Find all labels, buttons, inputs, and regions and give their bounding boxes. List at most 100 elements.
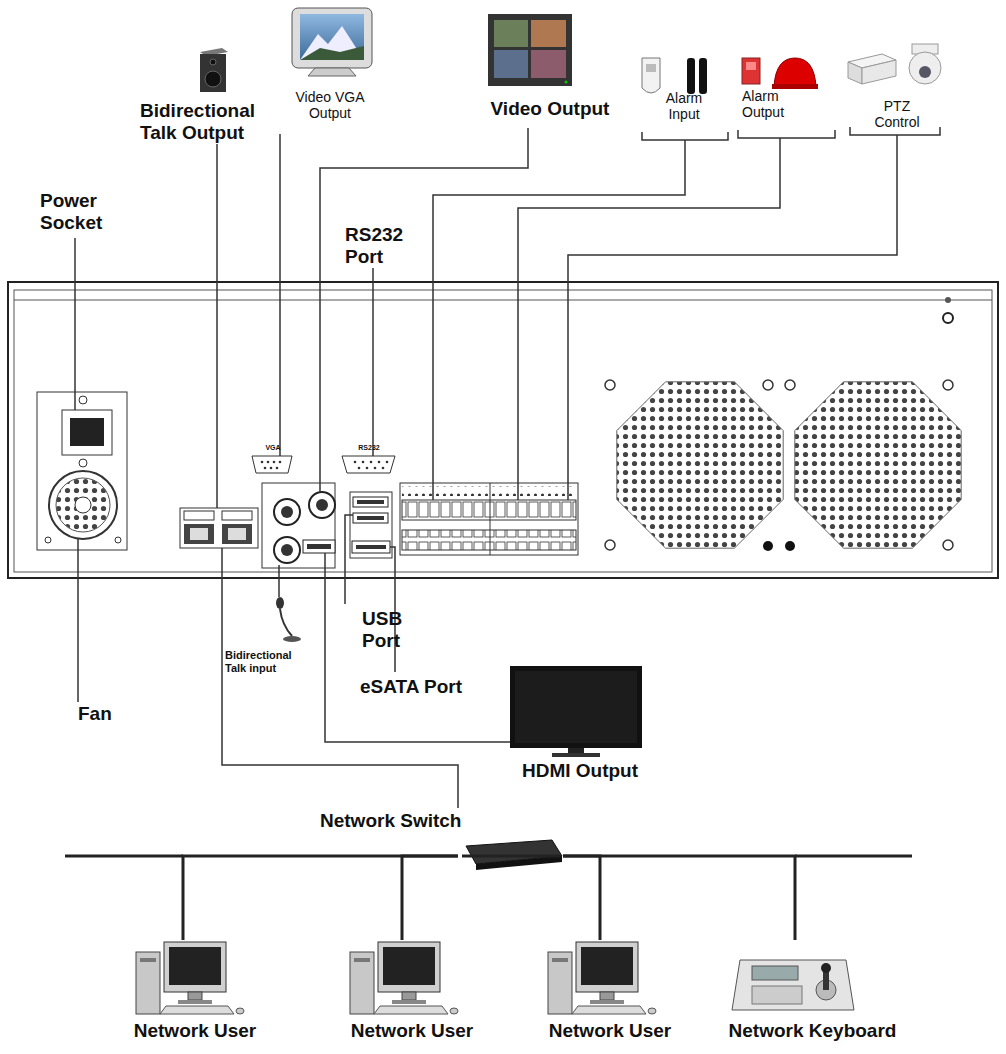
terminal-blocks bbox=[490, 483, 491, 555]
terminal-blocks bbox=[402, 500, 576, 520]
power-module bbox=[70, 418, 104, 446]
dvr-back-panel bbox=[8, 282, 998, 578]
ptz-icons bbox=[919, 66, 931, 78]
network-link bbox=[563, 856, 795, 940]
computer-icons bbox=[350, 942, 458, 1014]
computer-icons bbox=[548, 942, 656, 1014]
power-module bbox=[49, 471, 117, 539]
rs232-connector bbox=[342, 456, 395, 473]
vga-monitor-icon bbox=[292, 8, 372, 76]
network-bus bbox=[65, 855, 912, 858]
network-ports bbox=[190, 528, 208, 540]
power-module bbox=[37, 392, 127, 550]
dvr-back-panel bbox=[945, 297, 951, 303]
device-label: Network Switch bbox=[320, 810, 480, 832]
alarm-output-icons bbox=[774, 58, 816, 86]
vga-connector bbox=[252, 456, 292, 473]
device-node: HDMI Output bbox=[505, 662, 655, 790]
alarm-input-icons bbox=[699, 58, 707, 94]
video-monitor-icon bbox=[488, 14, 572, 86]
microphone-icon bbox=[283, 636, 301, 642]
rs232-connector bbox=[382, 467, 385, 470]
power-module bbox=[79, 396, 87, 404]
video-monitor-icon bbox=[531, 50, 566, 78]
bnc-connectors bbox=[262, 483, 335, 568]
fan-grilles bbox=[605, 380, 961, 551]
part-label: Power Socket bbox=[40, 190, 115, 234]
device-node: Alarm Output bbox=[738, 45, 835, 130]
alarm-output-icons bbox=[742, 58, 818, 89]
hdmi-monitor-icon bbox=[510, 666, 642, 748]
power-module bbox=[79, 459, 87, 467]
usb-esata-ports bbox=[356, 545, 386, 549]
device-node: Network User bbox=[540, 940, 680, 1045]
network-link bbox=[402, 856, 458, 940]
leader-lines bbox=[642, 132, 728, 140]
device-label: Network Keyboard bbox=[715, 1020, 910, 1042]
video-monitor-icon bbox=[494, 50, 528, 78]
bnc-connectors bbox=[307, 544, 331, 549]
part-label: VGA bbox=[262, 444, 284, 452]
terminal-blocks bbox=[402, 530, 576, 550]
fan-grilles bbox=[785, 380, 795, 390]
power-module bbox=[62, 410, 112, 455]
microphone-icon bbox=[276, 597, 301, 642]
device-node: Network User bbox=[125, 940, 265, 1045]
leader-lines bbox=[738, 130, 835, 138]
dvr-back-panel bbox=[8, 282, 998, 578]
ptz-icons bbox=[862, 60, 896, 84]
part-label: RS232 bbox=[353, 444, 385, 452]
computer-icons bbox=[136, 942, 244, 1014]
bnc-connectors bbox=[309, 492, 335, 518]
fan-grilles bbox=[943, 380, 953, 390]
power-module bbox=[75, 497, 91, 513]
vga-monitor-icon bbox=[300, 26, 364, 60]
rs232-connector bbox=[370, 461, 373, 464]
fan-grilles bbox=[617, 382, 783, 548]
vga-connector bbox=[273, 461, 276, 464]
network-ports bbox=[184, 524, 214, 544]
device-label: Network User bbox=[342, 1020, 482, 1042]
dvr-back-panel bbox=[14, 300, 992, 301]
rs232-connector bbox=[342, 456, 395, 473]
rs232-connector bbox=[386, 461, 389, 464]
leader-lines bbox=[568, 135, 897, 500]
keyboard-icon bbox=[732, 960, 854, 1010]
keyboard-icon bbox=[732, 960, 854, 1010]
bnc-connectors bbox=[316, 499, 328, 511]
leader-lines bbox=[279, 134, 281, 456]
network-link bbox=[563, 856, 600, 940]
vga-monitor-icon bbox=[308, 68, 356, 76]
fan-grilles bbox=[795, 382, 961, 548]
ptz-icons bbox=[909, 52, 941, 84]
network-bus bbox=[795, 855, 912, 858]
leader-lines bbox=[372, 268, 374, 456]
terminal-blocks bbox=[400, 483, 578, 555]
usb-esata-ports bbox=[350, 492, 392, 558]
leader-lines bbox=[320, 128, 528, 492]
leader-lines bbox=[518, 138, 780, 500]
rs232-connector bbox=[374, 467, 377, 470]
vga-connector bbox=[264, 467, 267, 470]
alarm-input-icons bbox=[687, 58, 695, 94]
fan-grilles bbox=[763, 541, 773, 551]
bnc-connectors bbox=[281, 544, 293, 556]
network-link bbox=[183, 856, 458, 940]
rs232-connector bbox=[366, 467, 369, 470]
video-monitor-icon bbox=[531, 20, 566, 47]
fan-grilles bbox=[943, 540, 953, 550]
fan-grilles bbox=[763, 380, 773, 390]
network-ports bbox=[222, 511, 252, 520]
device-node: Video VGA Output bbox=[285, 5, 375, 133]
microphone-icon bbox=[280, 609, 292, 636]
vga-monitor-icon bbox=[300, 14, 364, 60]
video-monitor-icon bbox=[565, 81, 568, 84]
dvr-back-panel bbox=[943, 313, 953, 323]
usb-esata-ports bbox=[350, 492, 392, 558]
rs232-connector bbox=[362, 461, 365, 464]
alarm-input-icons bbox=[646, 64, 656, 72]
device-label: Network User bbox=[540, 1020, 680, 1042]
speaker-icon bbox=[200, 54, 226, 92]
bnc-connectors bbox=[274, 537, 300, 563]
